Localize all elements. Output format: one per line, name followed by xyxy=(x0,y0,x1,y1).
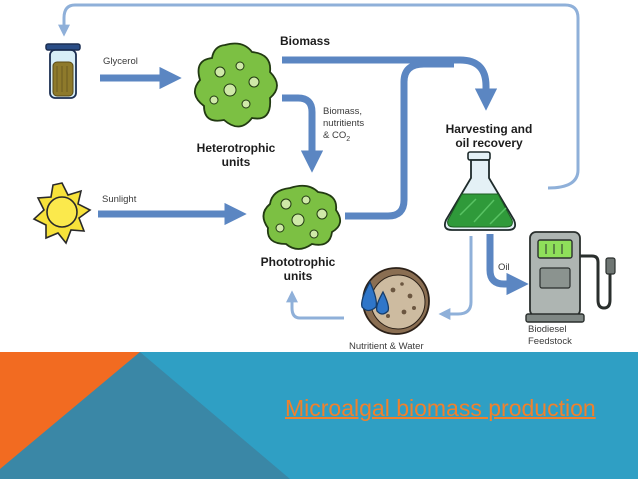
oil-arrow xyxy=(486,234,529,296)
biomass-nutrients-label-line3: & CO2 xyxy=(323,130,350,143)
biomass-arrow xyxy=(282,56,498,111)
phototrophic-label-line2: units xyxy=(284,269,313,283)
nutrient-water-label: Nutritient & Water xyxy=(349,341,424,352)
biodiesel-label-line1: Biodiesel xyxy=(528,324,567,335)
biomass-nutrients-arrow xyxy=(282,94,324,173)
phototrophic-to-harvest-arrow xyxy=(345,60,454,220)
nutrient-water-icon xyxy=(361,267,430,335)
harvesting-label-line2: oil recovery xyxy=(455,136,523,150)
heterotrophic-label-line2: units xyxy=(222,155,251,169)
heterotrophic-label-line1: Heterotrophic xyxy=(197,141,276,155)
flask-to-nutrient-arrow xyxy=(438,236,473,320)
microalgal-process-diagram: Glycerol Sunlight Biomass Biomass, nutri… xyxy=(32,3,616,352)
phototrophic-cell-icon xyxy=(262,184,342,250)
biodiesel-label-line2: Feedstock xyxy=(528,336,572,347)
biomass-label: Biomass xyxy=(280,34,330,48)
co2-subscript: 2 xyxy=(346,136,350,143)
recycle-arrow xyxy=(58,3,580,190)
sunlight-label: Sunlight xyxy=(102,194,137,205)
biomass-nutrients-label-line1: Biomass, xyxy=(323,106,362,117)
banner-orange-triangle xyxy=(0,352,140,469)
phototrophic-label-line1: Phototrophic xyxy=(261,255,336,269)
nutrient-to-phototrophic-arrow xyxy=(286,290,344,320)
harvesting-label-line1: Harvesting and xyxy=(446,122,533,136)
biomass-nutrients-label-line2: nutritients xyxy=(323,118,364,129)
sun-icon xyxy=(32,182,92,245)
page-title: Microalgal biomass production xyxy=(285,395,596,421)
oil-label: Oil xyxy=(498,262,510,273)
flask-icon xyxy=(443,151,517,231)
co2-text: & CO xyxy=(323,130,346,141)
glycerol-label: Glycerol xyxy=(103,56,138,67)
heterotrophic-cell-icon xyxy=(194,42,278,128)
test-tube-icon xyxy=(45,43,81,99)
fuel-pump-icon xyxy=(525,231,616,323)
title-banner xyxy=(0,352,638,479)
flow-arrows xyxy=(58,3,580,320)
